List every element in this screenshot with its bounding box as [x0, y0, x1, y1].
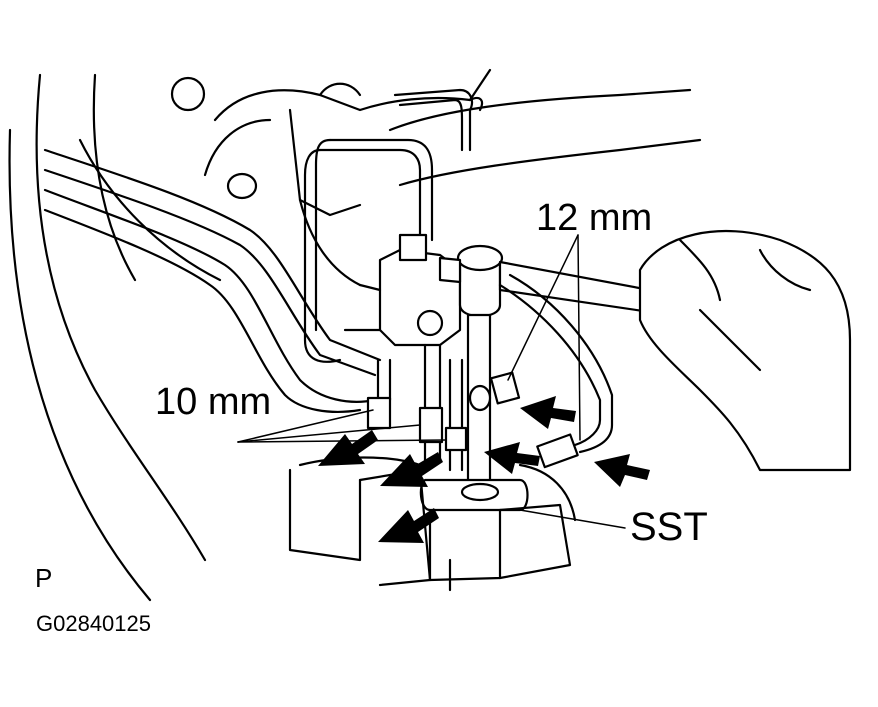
arrow-icon	[378, 508, 439, 543]
actuator-base	[288, 456, 577, 592]
wrench-size-12mm-label: 12 mm	[536, 197, 653, 239]
arrow-icon	[484, 442, 540, 474]
leader-lines	[237, 234, 626, 529]
proportioning-valve	[343, 233, 462, 347]
flare-nuts-10mm	[366, 396, 468, 452]
brake-lines-loop	[303, 88, 474, 363]
figure-code-label: G02840125	[36, 611, 151, 636]
wheel-arcs	[8, 73, 222, 602]
view-marker-label: P	[35, 563, 53, 593]
special-service-tool-label: SST	[630, 505, 708, 549]
callout-arrows	[318, 396, 650, 543]
arrow-icon	[520, 396, 576, 429]
arrow-icon	[380, 452, 443, 487]
brake-lines-left	[43, 148, 382, 413]
wrench-size-10mm-label: 10 mm	[155, 381, 272, 423]
hand	[638, 229, 852, 472]
brake-lines-right	[468, 273, 614, 469]
arrow-icon	[594, 454, 650, 487]
arrow-icon	[318, 430, 378, 466]
vacuum-hose	[388, 88, 702, 187]
